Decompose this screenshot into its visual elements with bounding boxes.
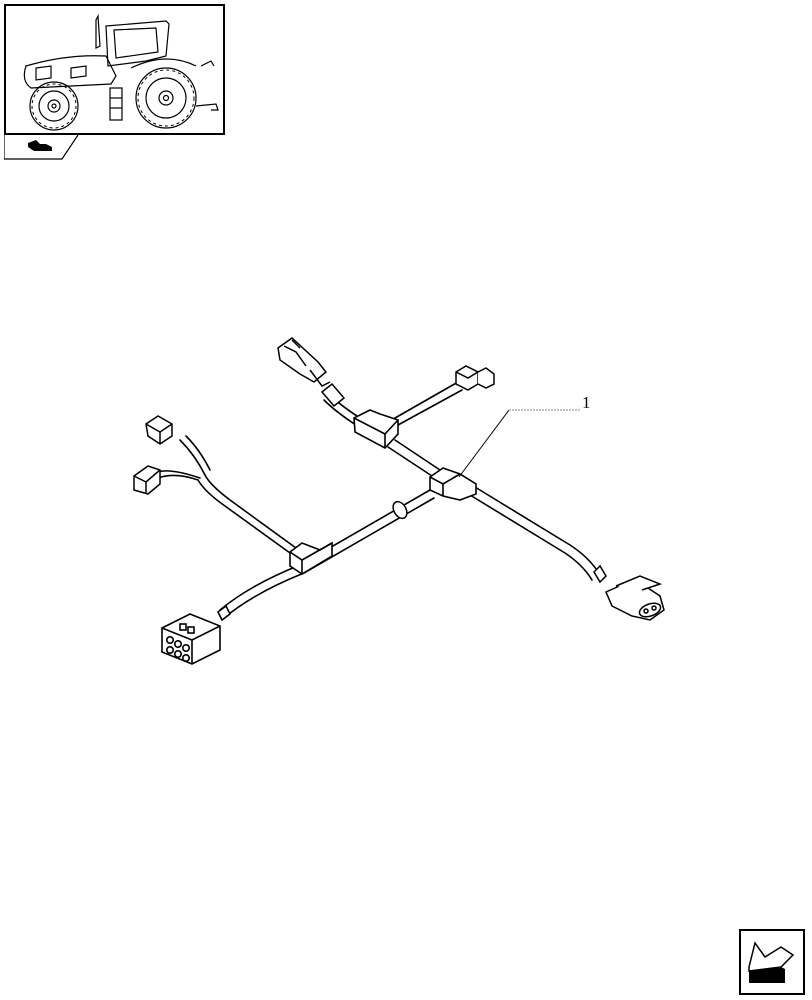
junction-lower-left bbox=[289, 541, 333, 575]
navigation-back-button[interactable] bbox=[739, 929, 805, 995]
junction-upper bbox=[353, 409, 399, 449]
connector-left-upper bbox=[145, 415, 173, 445]
junction-center bbox=[429, 467, 477, 501]
connector-left-lower bbox=[133, 465, 161, 495]
connector-right bbox=[593, 564, 665, 621]
connector-6pin bbox=[161, 604, 232, 665]
thumbnail-tab bbox=[4, 135, 82, 161]
connector-top-left bbox=[277, 337, 331, 387]
callout-leader bbox=[458, 409, 580, 478]
tractor-illustration-icon bbox=[23, 13, 219, 131]
callout-1[interactable]: 1 bbox=[582, 393, 591, 412]
tractor-thumbnail bbox=[4, 4, 225, 135]
arrow-back-icon bbox=[748, 941, 795, 983]
section-arrow-icon bbox=[28, 140, 52, 151]
connector-upper-right bbox=[455, 365, 495, 391]
